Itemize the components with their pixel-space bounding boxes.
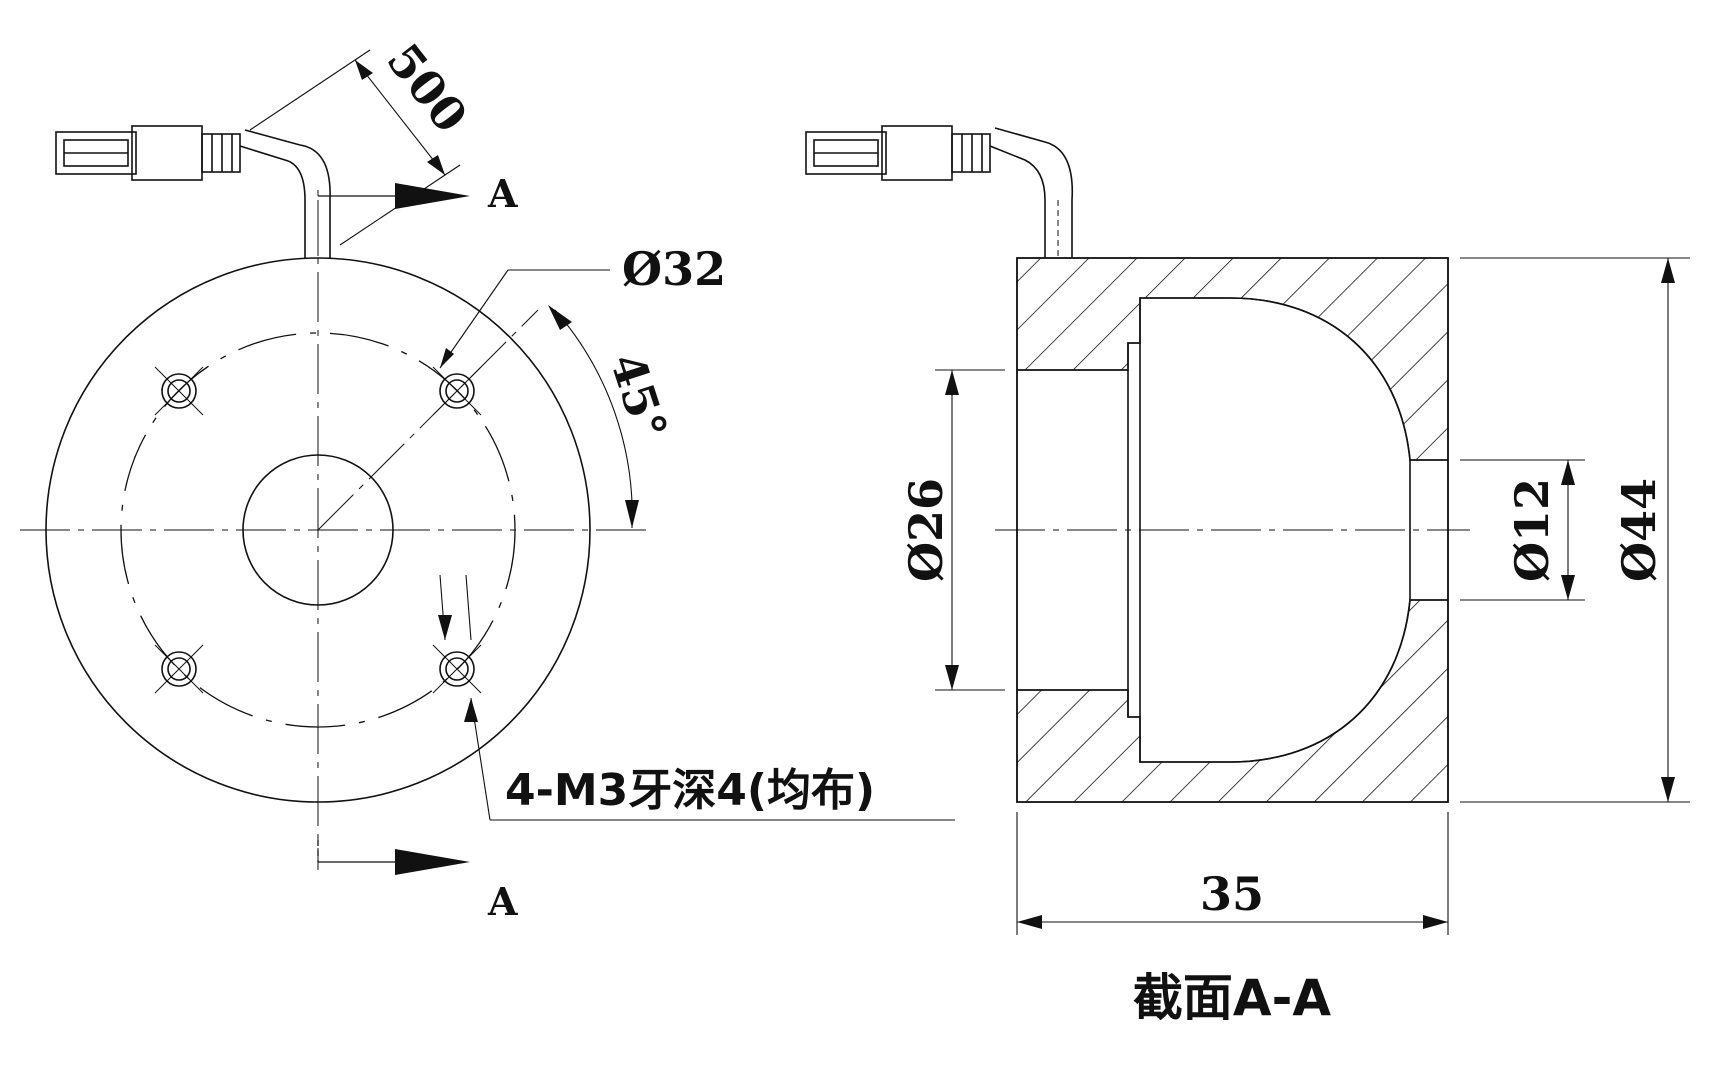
cable-front — [239, 129, 331, 258]
hole-diameter-dimension — [1460, 459, 1585, 601]
hole-diameter-label: Ø12 — [1505, 478, 1559, 582]
cable-section — [989, 127, 1074, 258]
bolt-circle-leader — [439, 269, 610, 369]
bolt-hole-top-left — [154, 366, 204, 416]
thread-note-leader — [438, 574, 955, 821]
connector-section — [805, 125, 991, 181]
diagonal-centerline — [317, 309, 539, 531]
section-label-top: A — [487, 171, 518, 216]
bore-diameter-dimension — [935, 369, 1005, 691]
bolt-hole-bottom-left — [154, 644, 204, 694]
bolt-circle-diameter-label: Ø32 — [622, 242, 726, 296]
angle-dimension — [548, 305, 639, 529]
section-arrow-bottom — [317, 840, 470, 875]
angle-label: 45° — [600, 347, 678, 446]
thread-note-label: 4-M3牙深4(均布) — [505, 765, 875, 816]
connector-front — [55, 125, 241, 181]
section-label-bottom: A — [487, 879, 518, 924]
height-label: 35 — [1200, 867, 1264, 921]
section-arrow-top — [318, 183, 470, 209]
section-view — [805, 125, 1690, 935]
cable-length-label: 500 — [376, 34, 478, 143]
section-title: 截面A-A — [1133, 969, 1331, 1027]
cable-length-dimension — [249, 49, 461, 246]
bolt-hole-bottom-right — [432, 644, 482, 694]
outer-diameter-label: Ø44 — [1612, 478, 1666, 582]
bolt-hole-top-right — [432, 366, 482, 416]
height-dimension — [1016, 812, 1449, 935]
front-view — [20, 49, 955, 875]
outer-diameter-dimension — [1460, 257, 1690, 803]
bore-diameter-label: Ø26 — [899, 478, 953, 582]
